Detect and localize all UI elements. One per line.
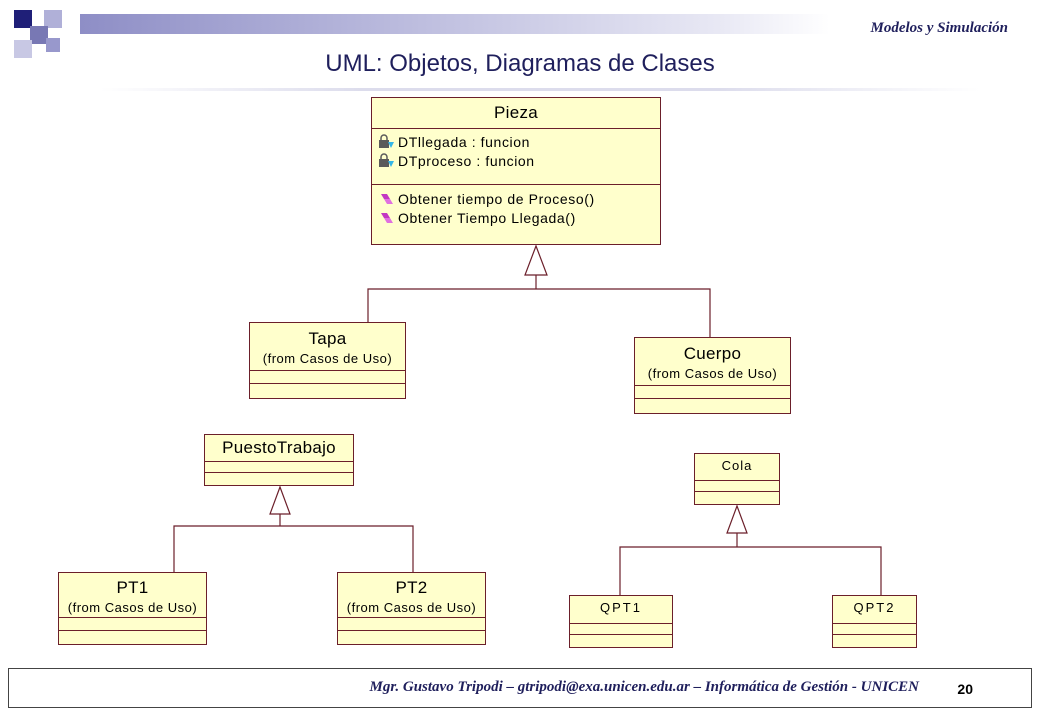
logo-square-1 <box>14 10 32 28</box>
class-pt1[interactable]: PT1 (from Casos de Uso) <box>58 572 207 645</box>
attributes-compartment <box>695 481 779 492</box>
title-underline <box>100 88 980 91</box>
class-name: Cola <box>721 458 753 473</box>
operations-compartment <box>635 399 790 413</box>
attribute-row: DTllegada : funcion <box>372 132 660 151</box>
attributes-compartment <box>833 624 916 635</box>
class-cuerpo[interactable]: Cuerpo (from Casos de Uso) <box>634 337 791 414</box>
attributes-compartment <box>250 371 405 384</box>
page-number: 20 <box>957 681 973 697</box>
class-header: PT2 (from Casos de Uso) <box>338 573 485 618</box>
attribute-row: DTproceso : funcion <box>372 151 660 170</box>
class-name: Pieza <box>493 103 539 122</box>
logo-square-4 <box>14 40 32 58</box>
class-package: (from Casos de Uso) <box>647 366 778 381</box>
class-qpt2[interactable]: QPT2 <box>832 595 917 648</box>
inheritance-arrow-pieza <box>524 244 548 276</box>
class-header: Tapa (from Casos de Uso) <box>250 323 405 371</box>
footer: Mgr. Gustavo Tripodi – gtripodi@exa.unic… <box>8 668 1032 708</box>
header-gradient-bar <box>80 14 830 34</box>
inheritance-arrow-puesto <box>269 485 291 515</box>
class-qpt1[interactable]: QPT1 <box>569 595 673 648</box>
connector-qpt <box>619 546 882 595</box>
class-name: PT1 <box>116 578 149 597</box>
logo-square-2 <box>44 10 62 28</box>
connector-pt <box>173 525 414 572</box>
class-pt2[interactable]: PT2 (from Casos de Uso) <box>337 572 486 645</box>
operations-compartment <box>205 473 353 485</box>
private-attribute-icon <box>379 152 394 167</box>
connector-tapa <box>367 288 711 337</box>
operation-row: Obtener tiempo de Proceso() <box>372 189 660 208</box>
operations-compartment <box>833 635 916 647</box>
public-operation-icon <box>381 212 393 223</box>
attributes-compartment <box>338 618 485 631</box>
class-header: Cuerpo (from Casos de Uso) <box>635 338 790 386</box>
class-header: PT1 (from Casos de Uso) <box>59 573 206 618</box>
class-name: Tapa <box>308 329 347 348</box>
class-header: QPT1 <box>570 596 672 624</box>
class-header: Pieza <box>372 98 660 129</box>
operations-compartment <box>695 492 779 504</box>
attributes-compartment <box>635 386 790 399</box>
class-header: PuestoTrabajo <box>205 435 353 462</box>
class-name: Cuerpo <box>683 344 742 363</box>
logo-square-5 <box>46 38 60 52</box>
class-header: Cola <box>695 454 779 481</box>
attributes-compartment: DTllegada : funcion DTproceso : funcion <box>372 129 660 185</box>
operation-row: Obtener Tiempo Llegada() <box>372 208 660 227</box>
class-package: (from Casos de Uso) <box>262 351 393 366</box>
class-name: PT2 <box>395 578 428 597</box>
operations-compartment: Obtener tiempo de Proceso() Obtener Tiem… <box>372 185 660 244</box>
class-name: QPT2 <box>853 600 896 615</box>
private-attribute-icon <box>379 133 394 148</box>
class-puestotrabajo[interactable]: PuestoTrabajo <box>204 434 354 486</box>
public-operation-icon <box>381 193 393 204</box>
inheritance-arrow-cola <box>726 504 748 534</box>
attributes-compartment <box>59 618 206 631</box>
class-pieza[interactable]: Pieza DTllegada : funcion DTproceso : fu… <box>371 97 661 245</box>
class-name: PuestoTrabajo <box>222 438 336 457</box>
class-name: QPT1 <box>600 600 642 615</box>
attributes-compartment <box>205 462 353 473</box>
attributes-compartment <box>570 624 672 635</box>
operations-compartment <box>570 635 672 647</box>
class-package: (from Casos de Uso) <box>346 600 477 615</box>
logo-square-3 <box>30 26 48 44</box>
class-package: (from Casos de Uso) <box>67 600 198 615</box>
class-cola[interactable]: Cola <box>694 453 780 505</box>
operations-compartment <box>59 631 206 644</box>
class-tapa[interactable]: Tapa (from Casos de Uso) <box>249 322 406 399</box>
operations-compartment <box>338 631 485 644</box>
slide-title: UML: Objetos, Diagramas de Clases <box>325 50 715 77</box>
footer-author: Mgr. Gustavo Tripodi – gtripodi@exa.unic… <box>369 679 919 695</box>
operations-compartment <box>250 384 405 398</box>
class-header: QPT2 <box>833 596 916 624</box>
course-title: Modelos y Simulación <box>870 20 1008 36</box>
